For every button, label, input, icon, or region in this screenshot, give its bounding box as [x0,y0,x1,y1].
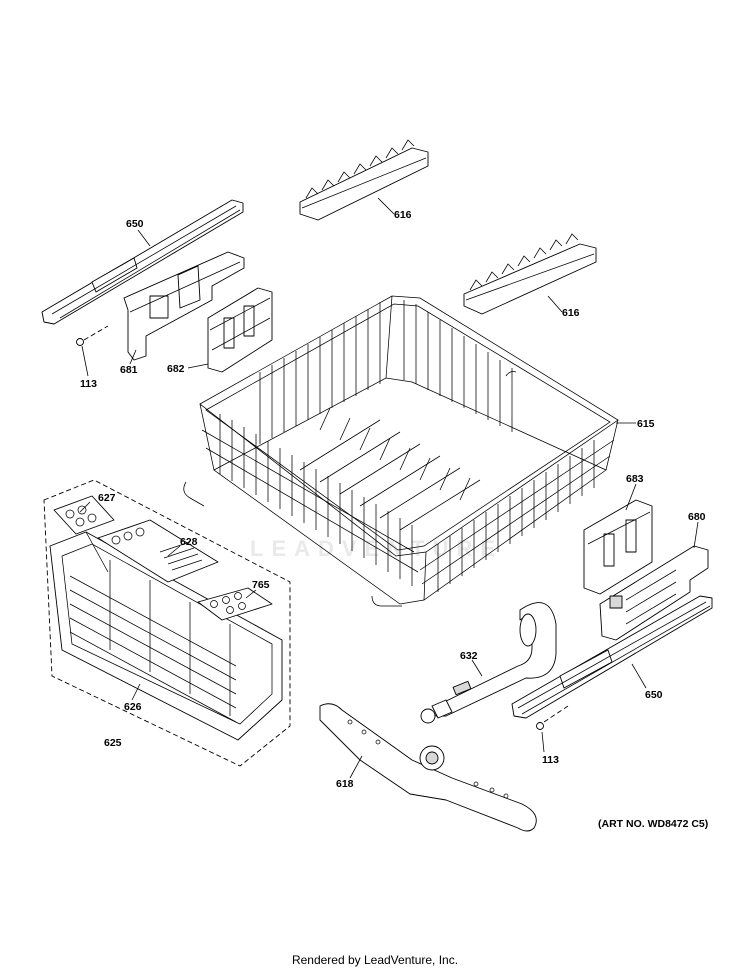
leader-lines [79,197,699,779]
callout-650-lower: 650 [645,689,663,701]
dish-rack-615[interactable] [183,295,619,607]
callout-682: 682 [167,363,185,375]
rail-650-upper[interactable] [41,199,244,325]
bracket-681[interactable] [123,251,245,361]
callout-683: 683 [626,473,644,485]
callout-628: 628 [180,536,198,548]
callout-650-upper: 650 [126,218,144,230]
bracket-683[interactable] [583,499,653,595]
callout-625: 625 [104,737,122,749]
spray-arm-618[interactable] [319,703,537,832]
callout-627: 627 [98,492,116,504]
bracket-682[interactable] [207,287,273,373]
tine-row-616-lower[interactable] [463,233,597,315]
callout-681: 681 [120,364,138,376]
tine-row-616-upper[interactable] [299,139,429,221]
watermark-text: LEADVENTURE [250,536,504,561]
callout-632: 632 [460,650,478,662]
callout-680: 680 [688,511,706,523]
art-number: (ART NO. WD8472 C5) [598,818,709,830]
callout-765: 765 [252,579,270,591]
basket-lid-627[interactable] [53,495,115,535]
callout-616-upper: 616 [394,209,412,221]
callout-616-lower: 616 [562,307,580,319]
screw-113-left[interactable] [76,325,109,346]
bracket-680[interactable] [599,545,709,641]
rail-650-lower[interactable] [511,595,713,719]
basket-lid-765[interactable] [197,587,273,621]
basket-body-626[interactable] [49,531,283,741]
callout-113-right: 113 [542,754,559,766]
callout-113-left: 113 [80,378,97,390]
silverware-basket-assembly-625[interactable] [43,479,291,767]
callout-615: 615 [637,418,655,430]
screw-113-right[interactable] [536,705,569,730]
supply-tube-632[interactable] [420,602,557,724]
callout-626: 626 [124,701,142,713]
footer-credit: Rendered by LeadVenture, Inc. [291,953,459,967]
basket-lid-628[interactable] [97,519,219,583]
callout-618: 618 [336,778,354,790]
